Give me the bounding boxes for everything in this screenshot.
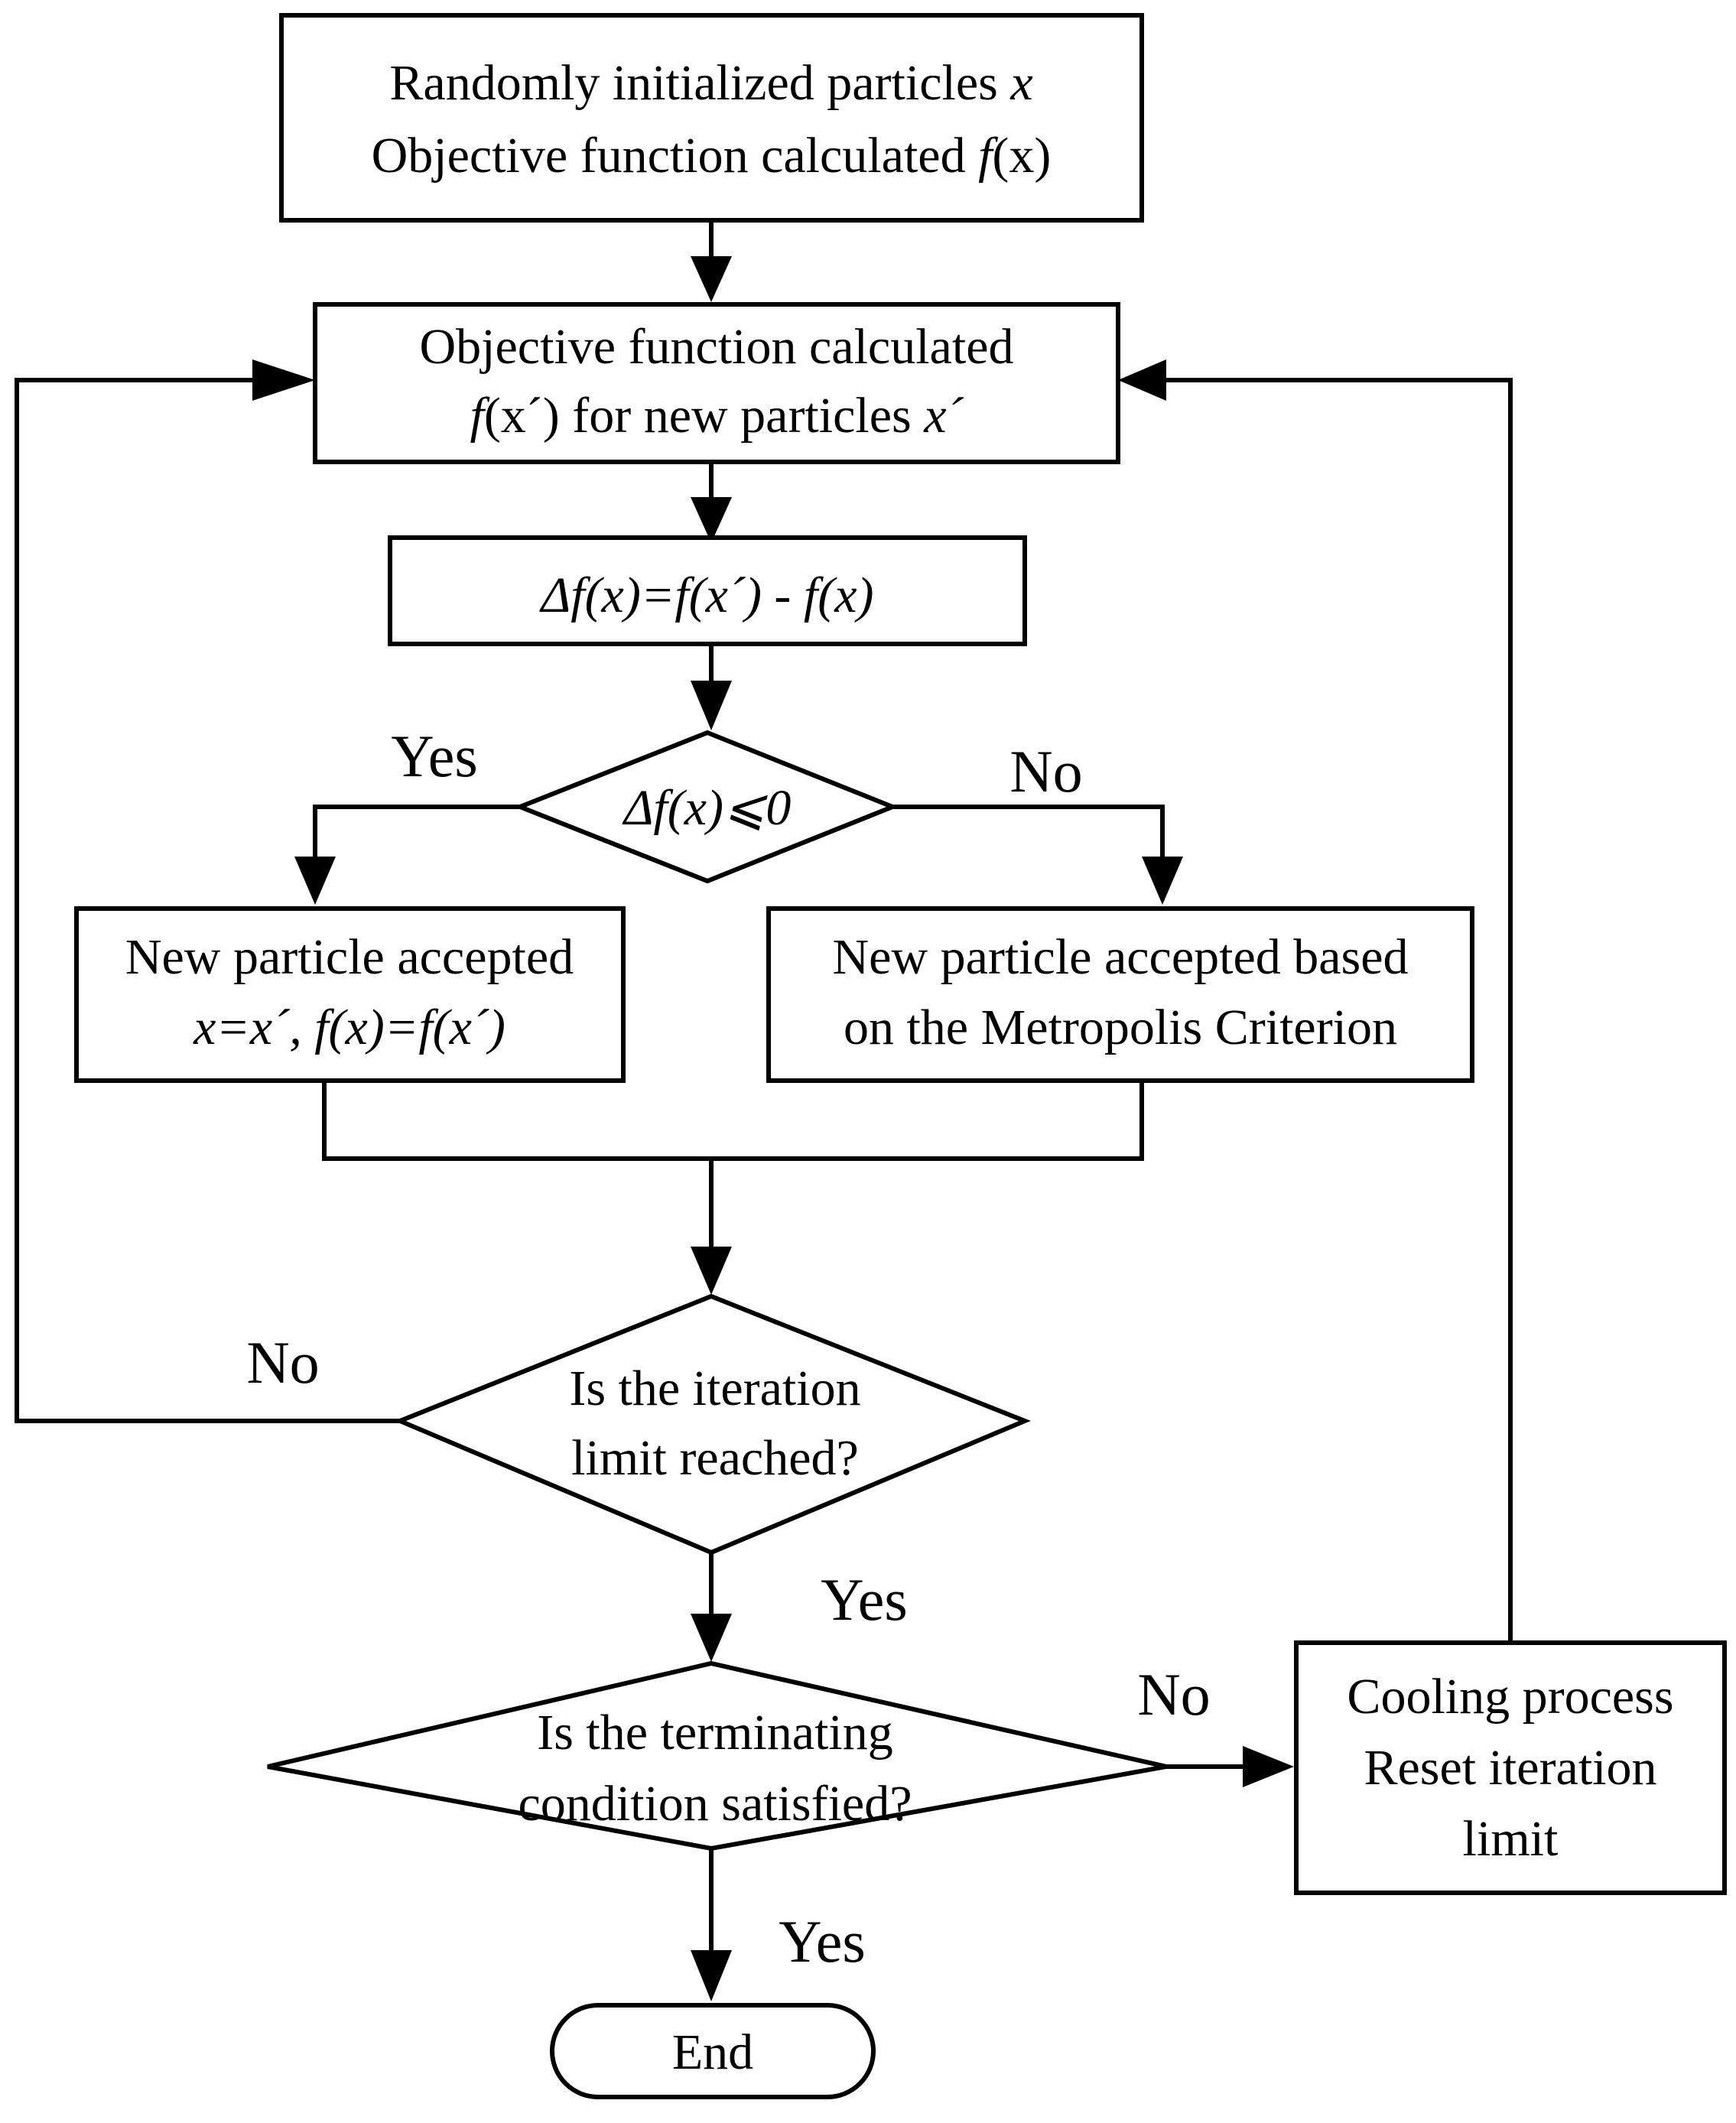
- edge-labels: Yes No No Yes No Yes: [246, 723, 1210, 1975]
- start-line-2: Objective function calculated f(x): [372, 128, 1052, 184]
- delta-no-label: No: [1009, 738, 1082, 805]
- start-box: Randomly initialized particles x Objecti…: [279, 13, 1144, 223]
- iteration-check-line-1: Is the iteration: [569, 1361, 860, 1416]
- end-label: End: [672, 2024, 753, 2080]
- iteration-check-diamond: Is the iteration limit reached?: [394, 1293, 1031, 1556]
- cooling-box: Cooling process Reset iteration limit: [1294, 1640, 1727, 1895]
- accept-line-2: x=x´, f(x)=f(x´): [193, 1000, 506, 1055]
- delta-yes-label: Yes: [391, 723, 478, 789]
- arrowhead: [691, 1614, 732, 1662]
- edge-cooling-loop: [1166, 378, 1513, 1643]
- edge-merge: [322, 1081, 1144, 1161]
- calc-new-line-2: f(x´) for new particles x´: [470, 388, 964, 444]
- metropolis-line-1: New particle accepted based: [832, 929, 1408, 985]
- arrowhead: [252, 359, 315, 401]
- terminate-check-diamond: Is the terminating condition satisfied?: [267, 1660, 1167, 1852]
- metropolis-box: New particle accepted based on the Metro…: [766, 906, 1474, 1083]
- delta-check-diamond: Δf(x)⩽0: [513, 730, 899, 884]
- iteration-check-line-2: limit reached?: [571, 1430, 859, 1486]
- calc-new-box: Objective function calculated f(x´) for …: [313, 302, 1120, 464]
- iteration-yes-label: Yes: [821, 1566, 908, 1633]
- terminate-check-line-2: condition satisfied?: [518, 1776, 912, 1832]
- arrowhead: [691, 1247, 732, 1295]
- terminate-check-line-1: Is the terminating: [537, 1705, 893, 1760]
- edge-iteration-no-loop: [15, 378, 400, 1423]
- arrowhead: [294, 857, 336, 905]
- edge-check-no: [892, 805, 1165, 857]
- arrowhead: [1243, 1746, 1294, 1787]
- terminate-no-label: No: [1137, 1661, 1210, 1728]
- calc-new-line-1: Objective function calculated: [420, 319, 1014, 375]
- cooling-line-2: Reset iteration: [1364, 1740, 1656, 1796]
- cooling-line-3: limit: [1463, 1811, 1559, 1867]
- metropolis-line-2: on the Metropolis Criterion: [844, 1000, 1397, 1055]
- arrowhead: [1142, 857, 1183, 905]
- delta-check-condition: Δf(x)⩽0: [622, 780, 792, 836]
- accept-line-1: New particle accepted: [125, 929, 574, 985]
- arrowhead: [691, 256, 732, 302]
- end-terminator: End: [550, 2003, 876, 2099]
- connectors: [15, 220, 1513, 1950]
- arrowheads: [252, 256, 1294, 2001]
- arrowhead: [1118, 359, 1166, 401]
- delta-formula: Δf(x)=f(x´) - f(x): [539, 567, 874, 623]
- arrowhead: [691, 1950, 732, 2001]
- arrowhead: [691, 681, 732, 730]
- cooling-line-1: Cooling process: [1347, 1669, 1673, 1725]
- iteration-no-label: No: [246, 1329, 319, 1396]
- accept-box: New particle accepted x=x´, f(x)=f(x´): [74, 906, 626, 1083]
- start-line-1: Randomly initialized particles x: [389, 55, 1032, 111]
- delta-box: Δf(x)=f(x´) - f(x): [388, 535, 1027, 646]
- terminate-yes-label: Yes: [779, 1908, 866, 1975]
- arrowhead: [691, 497, 732, 543]
- edge-check-yes: [313, 805, 520, 857]
